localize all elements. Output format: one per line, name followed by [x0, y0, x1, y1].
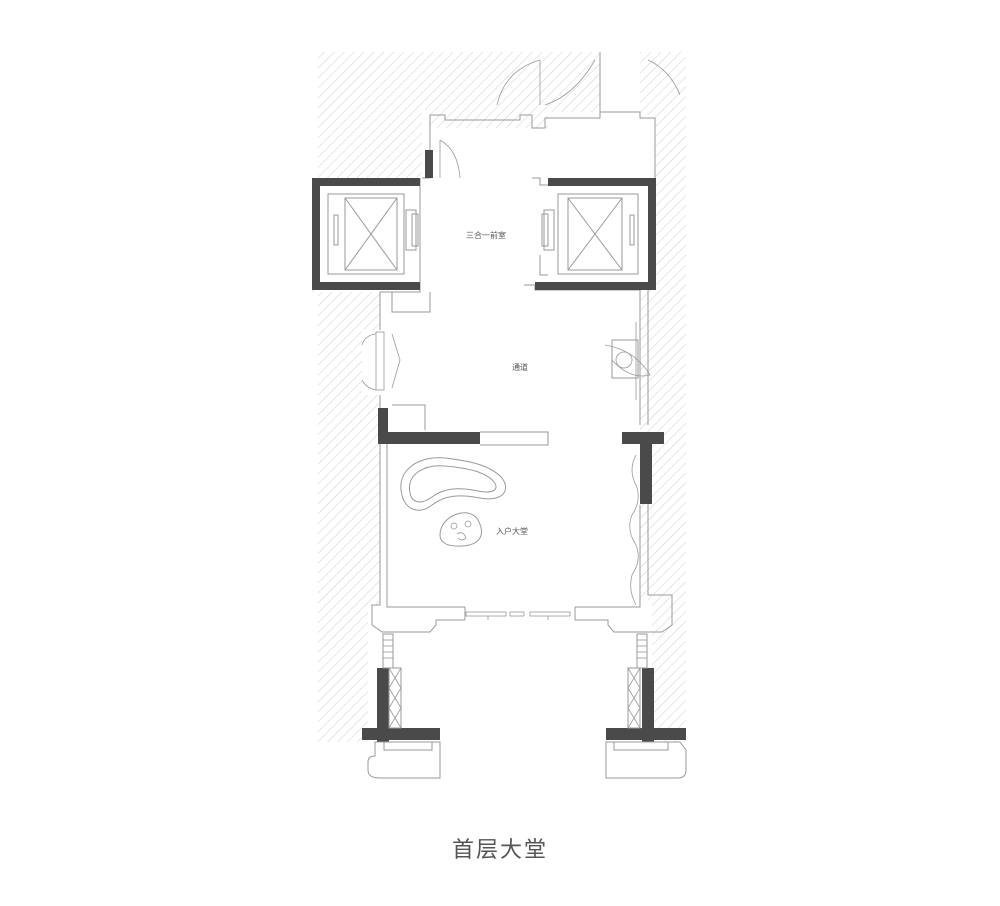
entry-doors[interactable] — [465, 611, 571, 620]
room-label-lobby: 入户大堂 — [496, 526, 528, 536]
side-door[interactable] — [361, 331, 401, 391]
door-swing-icon[interactable] — [439, 59, 681, 179]
planter-boxes — [367, 741, 687, 779]
hatch-left — [312, 52, 430, 742]
fire-hydrant-icon — [604, 322, 651, 400]
room-label-corridor: 通道 — [512, 362, 528, 372]
sofa-icon — [400, 457, 507, 511]
elevator-icon — [532, 177, 639, 276]
solid-walls — [312, 150, 686, 742]
thin-walls — [371, 52, 673, 633]
hatch-right — [640, 52, 686, 742]
plan-title: 首层大堂 — [451, 838, 548, 863]
round-table-icon — [439, 512, 482, 547]
room-label-front-room: 三合一前室 — [466, 230, 506, 240]
entrance-columns — [382, 633, 648, 729]
elevator-icon — [327, 193, 419, 275]
hatch-top — [430, 52, 600, 128]
decorative-screen — [629, 454, 639, 606]
hatched-exterior — [312, 52, 686, 742]
